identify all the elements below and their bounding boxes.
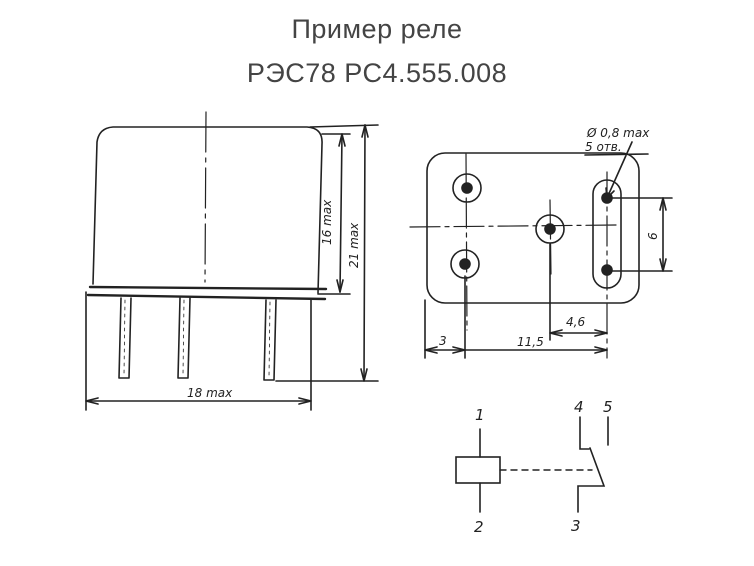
dimension-4-6-line: [549, 243, 608, 341]
dimension-18-max-line: [85, 291, 312, 411]
relay-top-outline: [426, 152, 640, 304]
dimension-3-line: [424, 275, 466, 359]
pin-label-4: 4: [574, 398, 584, 416]
coil-symbol: [455, 456, 501, 484]
hole-count-label: 5 отв.: [585, 140, 622, 154]
dimension-16-max-line: [317, 133, 351, 295]
dimension-4-6-label: 4,6: [566, 315, 585, 329]
pin-left: [118, 297, 132, 379]
hole-top-left: [452, 173, 482, 203]
diagram-title: Пример реле: [291, 14, 463, 44]
dimension-3-label: 3: [439, 334, 447, 348]
dimension-21-max-label: 21 max: [347, 222, 361, 268]
side-pins: [118, 297, 277, 381]
contact-3-switch: [577, 447, 606, 513]
hole-diameter-leader: [584, 141, 649, 199]
hole-diameter-label: Ø 0,8 max: [586, 126, 650, 140]
relay-top-view: [409, 141, 673, 359]
pin-middle: [177, 297, 191, 379]
dimension-11-5-label: 11,5: [517, 335, 544, 349]
relay-model-designation: РЭС78 РС4.555.008: [246, 58, 508, 88]
pin-label-2: 2: [474, 518, 484, 536]
pin-label-3: 3: [571, 517, 581, 535]
dimension-6-line: [609, 197, 673, 272]
pin-label-1: 1: [475, 406, 485, 424]
dimension-21-max-line: [275, 124, 379, 382]
pin-right: [263, 299, 277, 381]
dimension-6-label: 6: [646, 232, 660, 240]
dimension-16-max-label: 16 max: [320, 199, 334, 245]
contact-4: [579, 416, 590, 450]
relay-schematic: [455, 416, 609, 513]
centerline: [204, 111, 207, 283]
relay-body-outline: [92, 126, 323, 294]
relay-side-view: [85, 111, 379, 411]
pin-label-5: 5: [603, 398, 613, 416]
relay-base-plate: [86, 285, 328, 301]
dimension-18-max-label: 18 max: [187, 386, 233, 400]
